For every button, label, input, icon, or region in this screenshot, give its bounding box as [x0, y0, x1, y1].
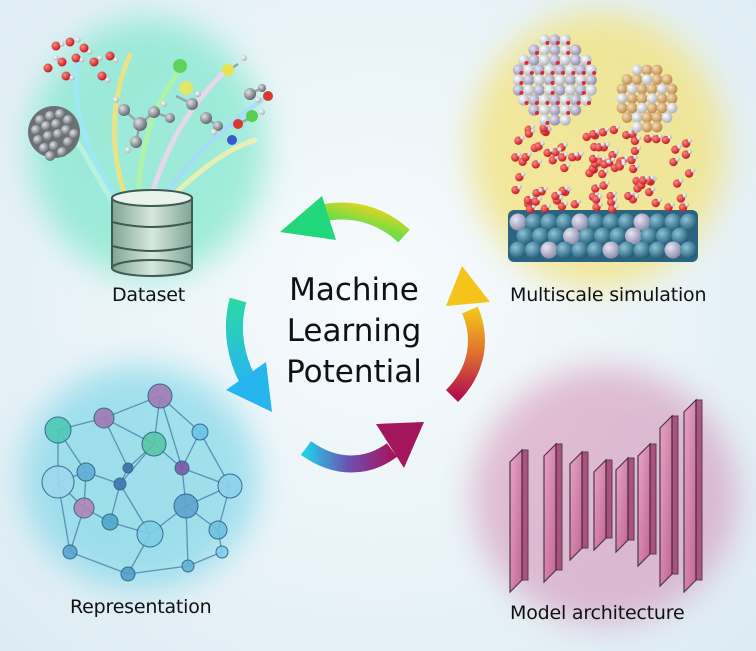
architecture-label: Model architecture: [510, 602, 685, 624]
molecule-cluster-icon: [113, 55, 273, 153]
center-title-line2: Learning: [286, 313, 422, 349]
center-title: Machine Learning Potential: [254, 270, 454, 393]
arrow-bottom-icon: [300, 422, 424, 473]
surface-slab-icon: [508, 210, 698, 262]
blue-nanoparticle-icon: [512, 34, 597, 126]
simulation-label: Multiscale simulation: [510, 284, 707, 306]
tan-nanoparticle-icon: [616, 64, 678, 133]
cycle-arrows: [225, 196, 490, 473]
water-molecules-icon: [43, 37, 119, 83]
nanoparticle-icon: [28, 106, 80, 161]
arrow-top-icon: [280, 196, 410, 243]
arrow-right-icon: [445, 266, 490, 403]
representation-label: Representation: [70, 596, 212, 618]
center-title-line3: Potential: [286, 354, 422, 390]
dataset-label: Dataset: [112, 284, 186, 306]
center-title-line1: Machine: [289, 272, 419, 308]
dataset-panel: [28, 37, 273, 277]
architecture-panel: [509, 398, 703, 594]
representation-panel: [41, 383, 243, 582]
water-layer-icon: [511, 122, 696, 214]
arrow-left-icon: [225, 297, 272, 412]
database-icon: [111, 189, 193, 277]
simulation-panel: [508, 34, 698, 262]
dataset-glow: [30, 18, 266, 278]
representation-glow: [22, 366, 258, 590]
